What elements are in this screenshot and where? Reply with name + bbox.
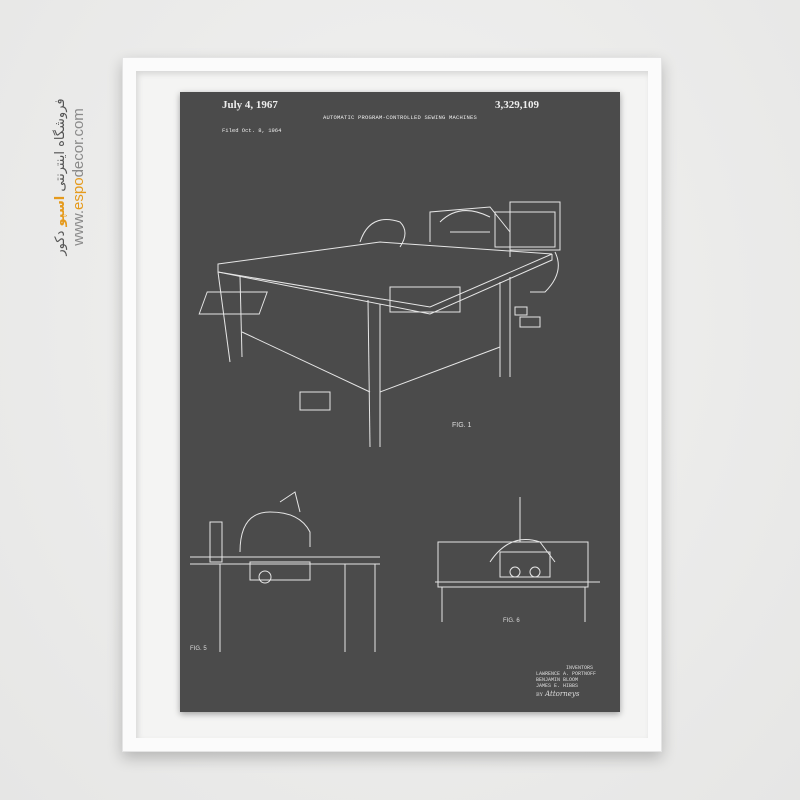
url-brand: espo [70,177,87,210]
watermark-url: www.espodecor.com [70,77,87,277]
attorney-signature: BY Attorneys [536,690,579,698]
inventor-name: JAMES E. HIBBS [536,683,579,689]
url-suffix: decor.com [70,108,87,178]
fig1-drawing [198,201,561,448]
fig6-label: FIG. 6 [503,618,520,624]
signature-prefix: BY [536,692,543,698]
watermark-persian: فروشگاه اینترنتی اسپو دکور [53,77,68,277]
fig1-label: FIG. 1 [452,422,472,429]
patent-number: 3,329,109 [495,99,539,111]
patent-date: July 4, 1967 [222,99,278,111]
url-prefix: www. [70,209,87,246]
watermark: فروشگاه اینترنتی اسپو دکور www.espodecor… [53,77,87,277]
patent-drawing [190,201,600,652]
inventor-name: LAWRENCE A. PORTNOFF [536,671,597,677]
fig6-drawing [435,497,600,622]
signature-text: Attorneys [545,690,580,698]
fig5-drawing [190,491,380,652]
watermark-persian-text-end: دکور [53,226,68,256]
fig5-label: FIG. 5 [190,646,207,652]
inventor-name: BENJAMIN BLOOM [536,677,579,683]
inventors-heading: INVENTORS [566,665,594,671]
inventors-block: INVENTORS LAWRENCE A. PORTNOFF BENJAMIN … [536,665,596,689]
filed-date: Filed Oct. 8, 1964 [222,127,282,134]
patent-poster: July 4, 1967 3,329,109 AUTOMATIC PROGRAM… [180,92,620,712]
watermark-persian-text: فروشگاه اینترنتی [53,98,68,196]
patent-title: AUTOMATIC PROGRAM-CONTROLLED SEWING MACH… [322,114,478,121]
watermark-persian-brand: اسپو [53,195,68,227]
